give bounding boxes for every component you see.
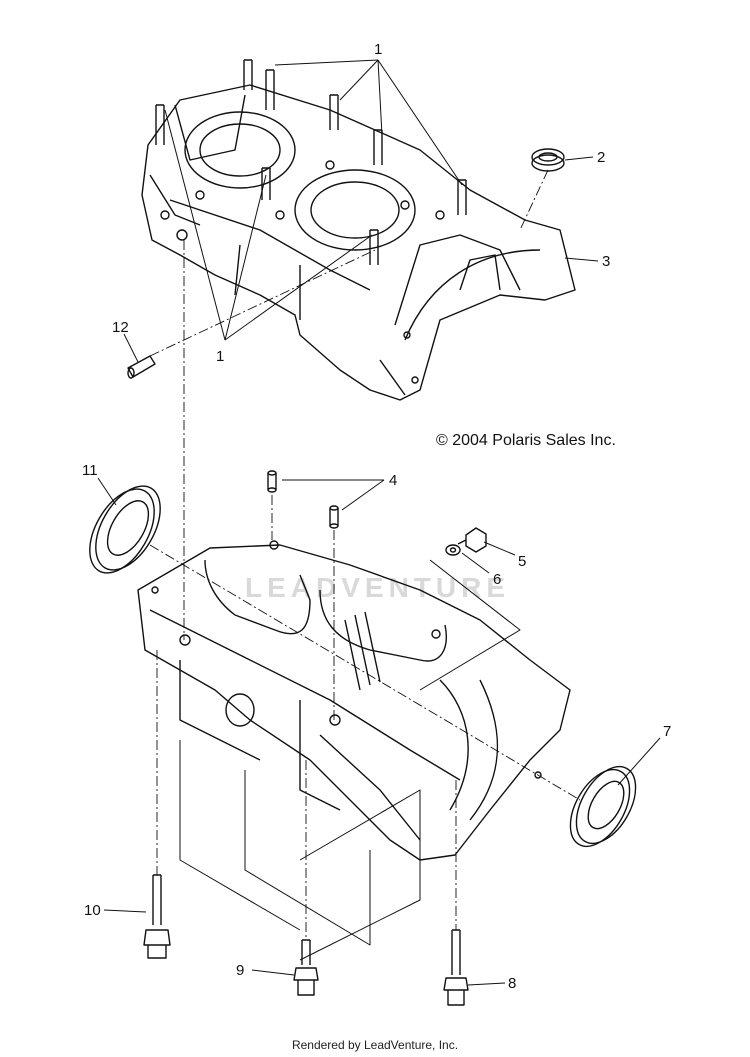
- dowel-pin-upper[interactable]: [127, 355, 156, 379]
- callout-2: 2: [597, 149, 605, 166]
- oil-seal-right[interactable]: [558, 757, 648, 857]
- callout-11: 11: [82, 462, 98, 479]
- callout-1-bottom: 1: [216, 348, 224, 365]
- assembly-lines: [149, 169, 581, 940]
- cap-plug[interactable]: [531, 148, 565, 172]
- copyright-text: © 2004 Polaris Sales Inc.: [436, 432, 616, 449]
- watermark-text: LEADVENTURE: [245, 572, 511, 603]
- dowel-pins[interactable]: [267, 470, 339, 529]
- sealing-washer[interactable]: [445, 544, 461, 556]
- bolt-8[interactable]: [443, 929, 469, 1006]
- crankcase-studs[interactable]: [155, 59, 467, 265]
- upper-crankcase[interactable]: [141, 84, 576, 401]
- bolt-9[interactable]: [293, 939, 319, 996]
- callout-10: 10: [84, 902, 101, 919]
- callout-1-top: 1: [374, 41, 382, 58]
- footer-credit: Rendered by LeadVenture, Inc.: [291, 1038, 459, 1052]
- callout-9: 9: [236, 962, 244, 979]
- callout-5: 5: [518, 553, 526, 570]
- bolt-10[interactable]: [143, 874, 171, 959]
- callout-4: 4: [389, 472, 397, 489]
- callout-3: 3: [602, 253, 610, 270]
- callout-8: 8: [508, 975, 516, 992]
- callout-7: 7: [663, 723, 671, 740]
- callout-12: 12: [112, 319, 129, 336]
- phantom-boxes: [179, 559, 521, 961]
- lower-crankcase[interactable]: [137, 540, 571, 861]
- leader-lines: [97, 59, 661, 986]
- callout-numbers: 1 1 2 3 4 5 6 7 8 9 10 11 12: [82, 41, 671, 992]
- drain-plug[interactable]: [457, 527, 487, 553]
- oil-seal-left[interactable]: [76, 475, 173, 584]
- callout-6: 6: [493, 571, 501, 588]
